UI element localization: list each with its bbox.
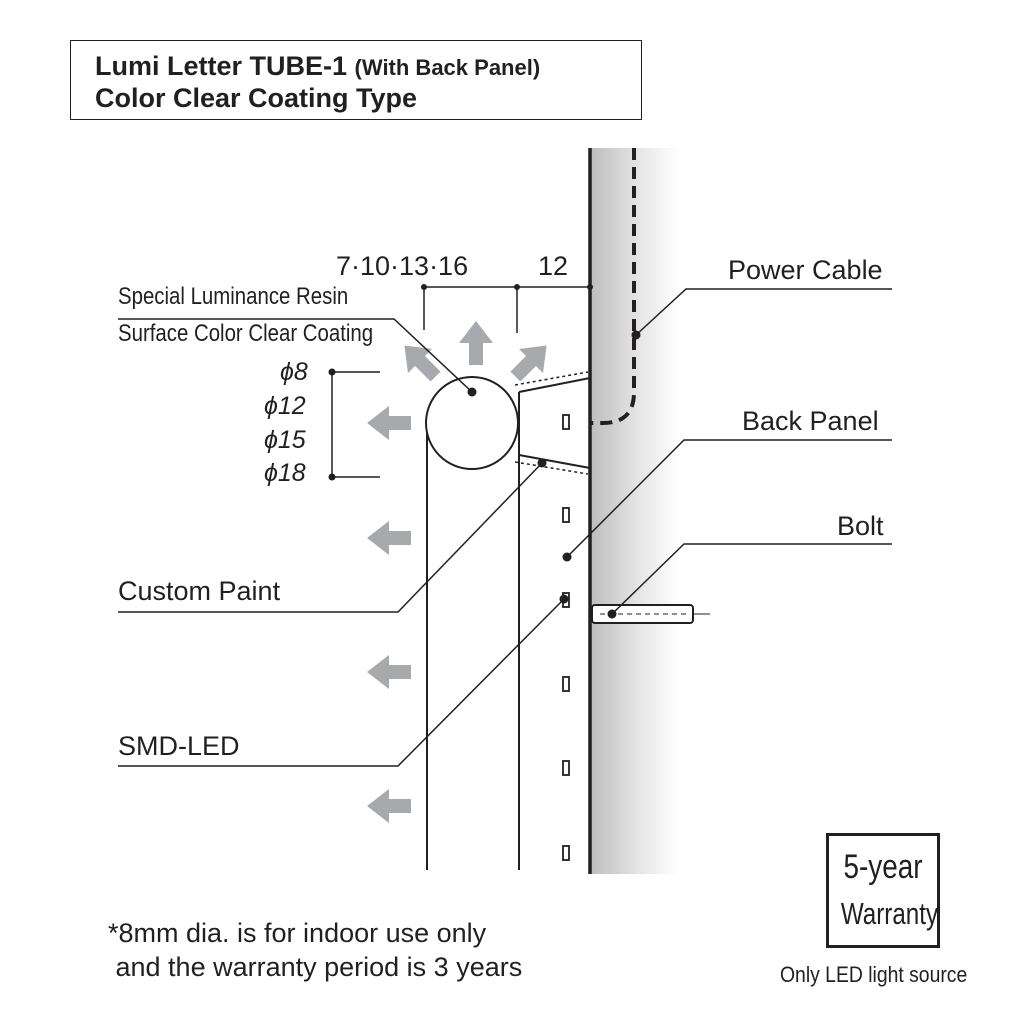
leader-bolt [611,543,892,615]
diameter-8: ϕ8 [280,358,308,386]
smd-led-label: SMD-LED [118,731,240,761]
leader-back-panel [566,439,892,558]
warranty-badge: 5-year Warranty [826,833,940,948]
title-box: Lumi Letter TUBE-1 (With Back Panel) Col… [70,40,642,120]
tube-neck-bottom [518,454,591,469]
back-panel-label: Back Panel [742,406,879,436]
coating-dash-bottom [514,461,589,475]
panel-gap-label: 12 [538,251,569,281]
tube-neck-top [518,377,591,393]
warranty-years: 5-year [843,848,923,886]
wall [590,148,680,874]
leader-smd-led [118,598,565,767]
bolt-label: Bolt [837,511,884,541]
coating-dash-top [514,371,589,386]
warranty-caption: Only LED light source [780,962,968,987]
smd-led-chips [562,414,570,861]
warranty-word: Warranty [840,896,939,931]
leader-resin [118,318,473,393]
power-cable-label: Power Cable [728,255,883,285]
title-line1: Lumi Letter TUBE-1 (With Back Panel) [95,51,540,82]
diameter-12: ϕ12 [264,392,306,420]
custom-paint-label: Custom Paint [118,576,281,606]
leader-custom-paint [118,462,543,613]
product-name: Lumi Letter TUBE-1 [95,51,348,81]
diameter-18: ϕ18 [264,459,306,487]
diameter-bracket [331,371,380,478]
tube-depth-label: 7·10·13·16 [336,251,469,281]
leader-power-cable [635,288,892,336]
product-variant: (With Back Panel) [354,55,541,80]
title-line2: Color Clear Coating Type [95,83,418,113]
resin-label: Special Luminance Resin [118,283,349,310]
bolt [591,604,694,624]
dimension-line [423,286,592,333]
diameter-15: ϕ15 [264,426,306,454]
indoor-use-note: *8mm dia. is for indoor use only and the… [108,918,523,982]
power-cable [590,148,636,425]
coating-label: Surface Color Clear Coating [118,320,374,347]
